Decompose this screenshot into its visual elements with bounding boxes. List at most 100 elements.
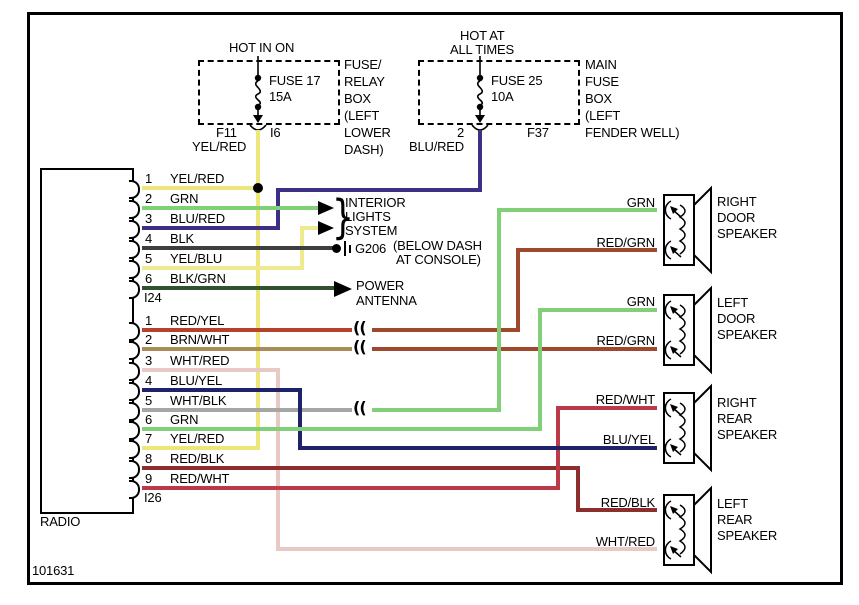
- wire-whtred-h2: [276, 547, 657, 551]
- c2-pin-number: 9: [145, 471, 153, 486]
- wire-whtred-v: [276, 368, 280, 551]
- fuse17-symbol: [249, 56, 267, 131]
- speaker-name: LEFT: [717, 295, 748, 310]
- ground-bar-tall: [344, 241, 346, 256]
- fuse-relay-box-outline: [198, 60, 340, 125]
- c2-pin-number: 1: [145, 313, 153, 328]
- fuse-relay-box-name-2: RELAY: [344, 74, 385, 89]
- interior-lights-brace: }: [332, 190, 354, 244]
- speaker-wire-label: GRN: [626, 195, 655, 210]
- wire-redblk-v: [576, 466, 580, 510]
- power-antenna-label-1: POWER: [356, 278, 405, 293]
- fuse-relay-box-name-1: FUSE/: [344, 57, 382, 72]
- speaker-icon: [663, 285, 712, 375]
- fuse25-symbol: [471, 56, 489, 131]
- wire-bluyel-h1: [142, 388, 302, 392]
- wire-yelred-p7-h: [142, 446, 258, 450]
- c2-pin-label: RED/BLK: [170, 451, 225, 466]
- speaker-name: SPEAKER: [717, 427, 778, 442]
- splice-icon-brnwht: ((: [353, 337, 367, 356]
- fuse-relay-box-name-5: LOWER: [344, 125, 391, 140]
- fuse25-pin-2: 2: [457, 125, 465, 140]
- speaker-wire-label: BLU/YEL: [602, 432, 655, 447]
- ground-note-1: (BELOW DASH: [393, 238, 482, 253]
- fuse25-wire-label: BLU/RED: [409, 139, 464, 154]
- fuse17-label: FUSE 17: [269, 73, 321, 88]
- interior-lights-label-1: INTERIOR: [345, 195, 406, 210]
- c2-pin-label: BLU/YEL: [170, 373, 223, 388]
- ground-dot-g206: [332, 244, 341, 253]
- fuse-relay-box-name-6: DASH): [344, 142, 384, 157]
- fuse-relay-box-name-3: BOX: [344, 91, 371, 106]
- wire-redwht-h1: [142, 486, 560, 490]
- speaker-wire-label: GRN: [626, 294, 655, 309]
- speaker-name: REAR: [717, 512, 753, 527]
- pin-bump: [129, 382, 140, 401]
- wire-grn-rd-h2: [497, 208, 657, 212]
- wire-yelblu-h2: [300, 226, 320, 230]
- speaker-name: REAR: [717, 411, 753, 426]
- fuse25-amps: 10A: [491, 89, 514, 104]
- wire-grn-ld-h2: [538, 308, 657, 312]
- pin-bump: [129, 220, 140, 239]
- fuse17-wire-label: YEL/RED: [192, 139, 247, 154]
- connector1-id: I24: [144, 290, 162, 305]
- ground-id-label: G206: [355, 241, 387, 256]
- c2-pin-number: 3: [145, 353, 153, 368]
- power-antenna-arrow-icon: [334, 281, 352, 297]
- pin-bump: [129, 180, 140, 199]
- interior-lights-label-2: LIGHTS: [345, 209, 391, 224]
- speaker-name: LEFT: [717, 496, 748, 511]
- fuse17-pin-i6: I6: [270, 125, 281, 140]
- wire-brnwht-h: [142, 347, 352, 351]
- wire-yelred-vertical: [256, 130, 260, 450]
- speaker-name: DOOR: [717, 210, 756, 225]
- c2-pin-label: RED/WHT: [170, 471, 230, 486]
- connector2-id: I26: [144, 490, 162, 505]
- wire-blured-h1: [142, 226, 280, 230]
- c2-pin-label: BRN/WHT: [170, 332, 230, 347]
- main-fuse-box-name-1: MAIN: [585, 57, 617, 72]
- c2-pin-label: YEL/RED: [170, 431, 225, 446]
- wire-redgrn-rd-v: [516, 248, 520, 330]
- speaker-name: SPEAKER: [717, 528, 778, 543]
- all-times-label: ALL TIMES: [450, 42, 514, 57]
- radio-label: RADIO: [40, 514, 81, 529]
- interior-lights-arrow-icon-2: [318, 221, 334, 235]
- speaker-name: RIGHT: [717, 395, 757, 410]
- c1-pin-label: YEL/BLU: [170, 251, 223, 266]
- wire-grn-c1-h: [142, 206, 320, 210]
- junction-dot-yelred: [253, 183, 263, 193]
- c1-pin-label: BLU/RED: [170, 211, 225, 226]
- pin-bump: [129, 362, 140, 381]
- wire-blured-h2: [276, 188, 482, 192]
- c2-pin-number: 8: [145, 451, 153, 466]
- pin-bump: [129, 402, 140, 421]
- c2-pin-number: 5: [145, 393, 153, 408]
- c1-pin-number: 4: [145, 231, 153, 246]
- wire-yelblu-h1: [142, 266, 304, 270]
- fuse17-pin-f11: F11: [216, 125, 237, 140]
- c1-pin-label: GRN: [170, 191, 199, 206]
- speaker-name: RIGHT: [717, 194, 757, 209]
- wire-whtred-h1: [142, 368, 280, 372]
- fuse17-amps: 15A: [269, 89, 292, 104]
- c2-pin-number: 6: [145, 412, 153, 427]
- pin-bump: [129, 260, 140, 279]
- wire-grn-ld-h1: [142, 427, 542, 431]
- main-fuse-box-name-3: BOX: [585, 91, 612, 106]
- speaker-name: SPEAKER: [717, 226, 778, 241]
- speaker-wire-label: WHT/RED: [595, 534, 655, 549]
- pin-bump: [129, 341, 140, 360]
- c1-pin-label: BLK/GRN: [170, 271, 226, 286]
- speaker-icon: [663, 383, 712, 473]
- wire-redblk-h2: [576, 508, 657, 512]
- pin-bump: [129, 460, 140, 479]
- wire-bluyel-h2: [298, 446, 657, 450]
- wire-redgrn-rd-h1: [372, 328, 520, 332]
- diagram-id: 101631: [32, 563, 75, 578]
- splice-icon-whtblk: ((: [353, 398, 367, 417]
- pin-bump: [129, 440, 140, 459]
- main-fuse-box-name-4: (LEFT: [585, 108, 621, 123]
